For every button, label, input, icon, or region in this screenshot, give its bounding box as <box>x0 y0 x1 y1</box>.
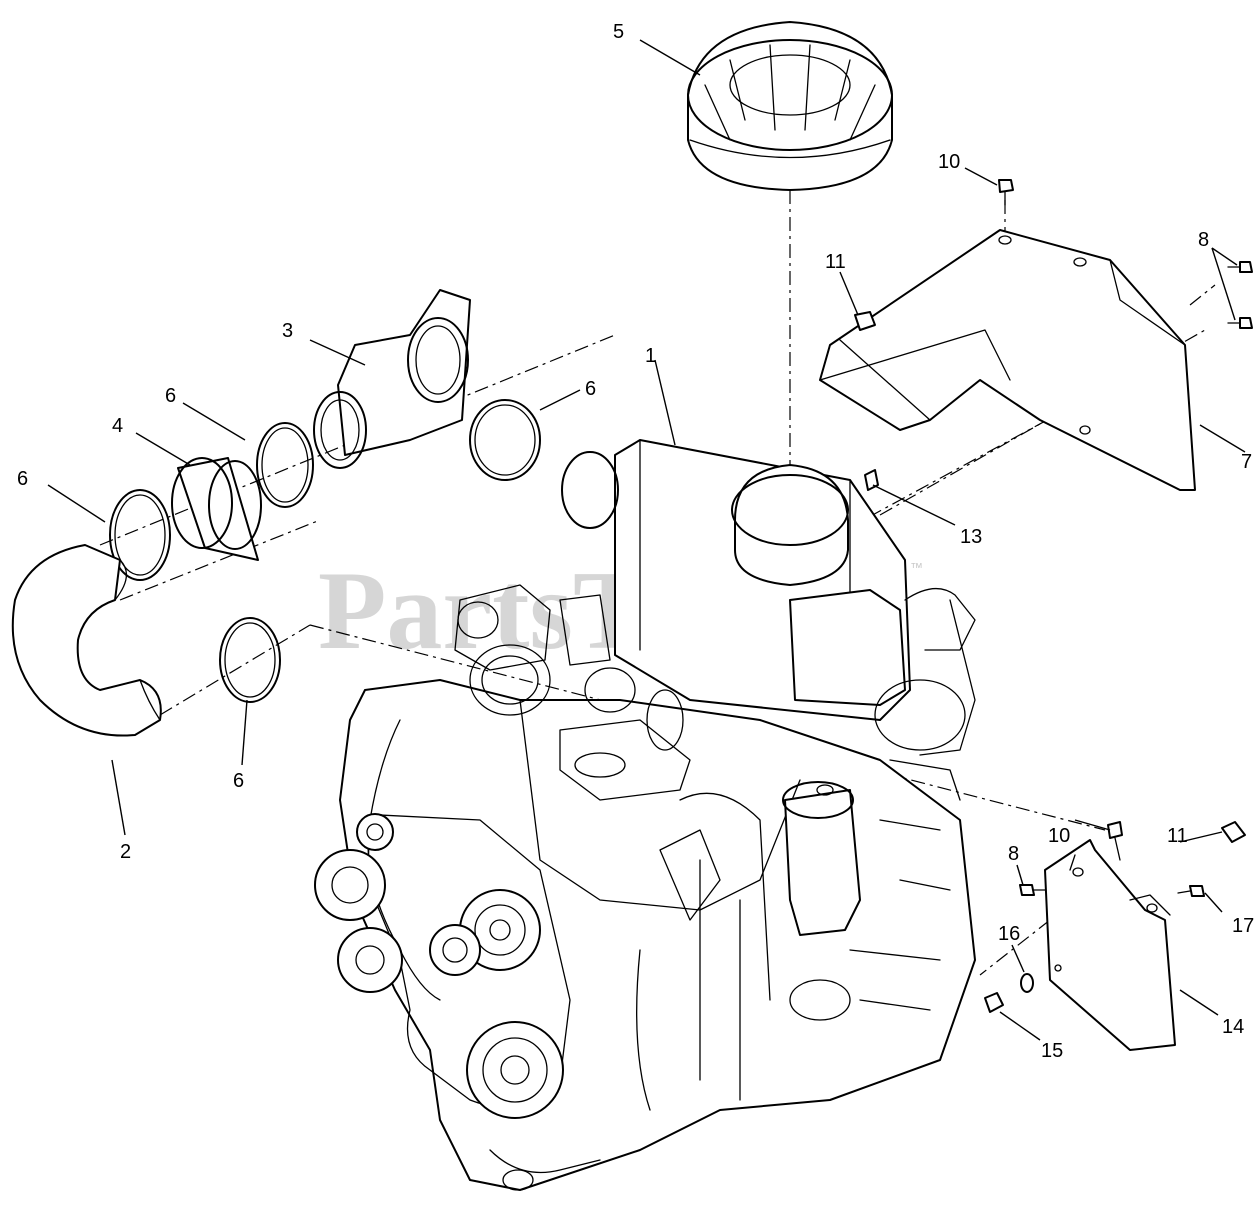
part-1-air-cleaner <box>561 439 976 721</box>
callout-16: 16 <box>998 923 1020 945</box>
callout-15: 15 <box>1041 1040 1063 1062</box>
callout-1: 1 <box>645 345 656 367</box>
leader-lines <box>47 39 1246 1041</box>
callout-6-left: 6 <box>17 468 28 490</box>
part-4-tube <box>171 457 262 561</box>
part-14-plate <box>1044 839 1176 1051</box>
callout-8-bottom: 8 <box>1008 843 1019 865</box>
callout-10-top: 10 <box>938 151 960 173</box>
callout-6-right: 6 <box>585 378 596 400</box>
callout-13: 13 <box>960 526 982 548</box>
part-3-elbow <box>313 289 471 469</box>
callout-8-top: 8 <box>1198 229 1209 251</box>
engine-belt-pulleys <box>314 813 571 1119</box>
callout-10-bottom: 10 <box>1048 825 1070 847</box>
part-2-hose <box>11 544 162 737</box>
watermark-trademark: ™ <box>910 560 923 575</box>
callout-7: 7 <box>1241 451 1252 473</box>
part-5-air-cleaner-cap <box>687 21 893 191</box>
callout-5: 5 <box>613 21 624 43</box>
callout-11-bottom: 11 <box>1167 825 1188 847</box>
callout-4: 4 <box>112 415 123 437</box>
callout-2: 2 <box>120 841 131 863</box>
callout-17: 17 <box>1232 915 1254 937</box>
callout-3: 3 <box>282 320 293 342</box>
callout-14: 14 <box>1222 1016 1244 1038</box>
part-6-clamps <box>109 399 541 703</box>
callout-11-top: 11 <box>825 251 846 273</box>
callouts: 5 1 3 6 4 6 6 6 2 10 11 8 7 13 10 11 8 1… <box>17 21 1254 1062</box>
callout-6-lower: 6 <box>233 770 244 792</box>
callout-6-upper: 6 <box>165 385 176 407</box>
hardware <box>854 179 1253 1013</box>
part-7-bracket <box>819 229 1196 491</box>
